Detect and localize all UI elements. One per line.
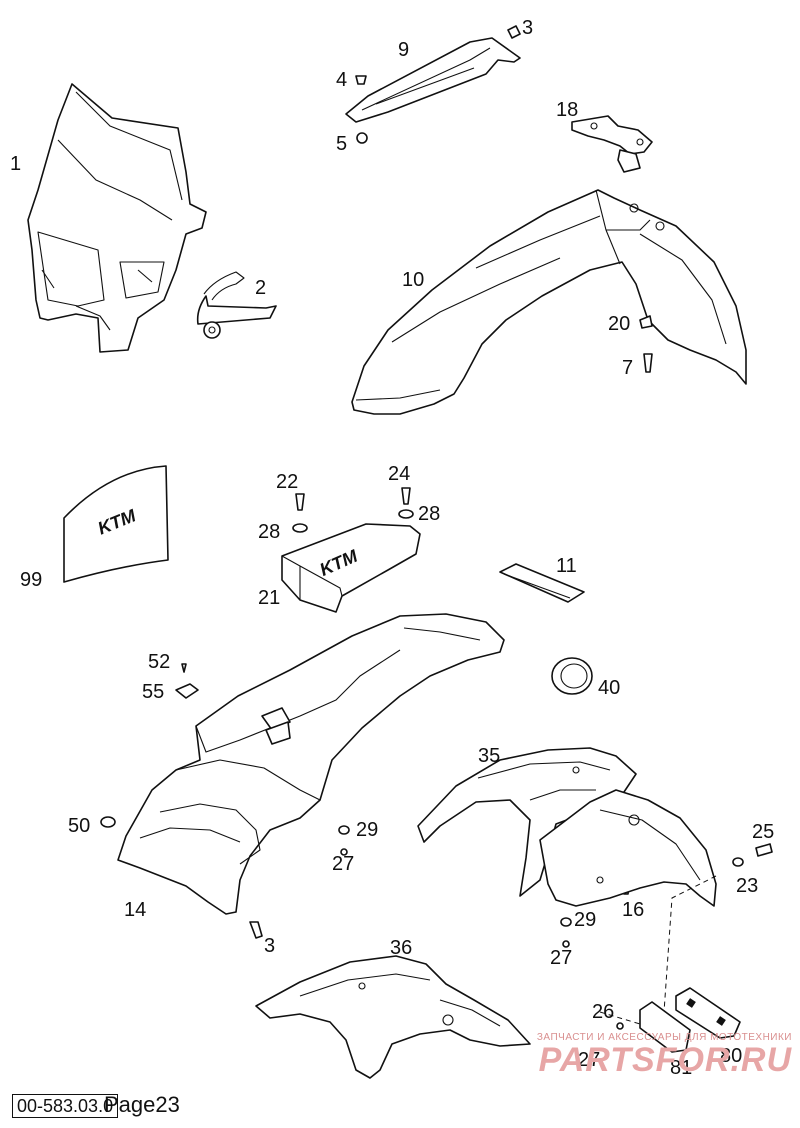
part-grommet (551, 657, 593, 695)
part-bracket (345, 37, 521, 123)
callout-3-top: 3 (522, 17, 533, 39)
watermark-logo: PARTSFOR.RU (538, 1041, 792, 1079)
callout-24: 24 (388, 463, 410, 485)
callout-10: 10 (402, 269, 424, 291)
callout-36: 36 (390, 937, 412, 959)
part-rear-fender (117, 613, 505, 915)
callout-23: 23 (736, 875, 758, 897)
part-side-panel-2 (255, 955, 531, 1079)
callout-11: 11 (556, 555, 577, 577)
callout-50: 50 (68, 815, 90, 837)
part-clip (175, 663, 199, 699)
part-nut-screw (639, 315, 653, 373)
part-headlight-mask (27, 83, 207, 353)
callout-20: 20 (608, 313, 630, 335)
callout-81: 81 (670, 1057, 692, 1079)
callout-labels: 1 2 3 9 4 5 18 10 20 7 22 24 28 28 99 21… (10, 17, 774, 1079)
callout-40: 40 (598, 677, 620, 699)
callout-80: 80 (720, 1045, 742, 1067)
callout-35: 35 (478, 745, 500, 767)
callout-28-right: 28 (418, 503, 440, 525)
callout-28-left: 28 (258, 521, 280, 543)
callout-22: 22 (276, 471, 298, 493)
part-clamp (196, 271, 277, 339)
leader-lines (599, 875, 717, 1025)
callout-1: 1 (10, 153, 21, 175)
part-foam-strip (499, 563, 585, 603)
part-side-panel (417, 747, 717, 907)
part-bolts-bracket (355, 25, 521, 144)
callout-27-upper: 27 (332, 853, 354, 875)
callout-2: 2 (255, 277, 266, 299)
part-seat: KTM (281, 523, 421, 613)
callout-14: 14 (124, 899, 146, 921)
drawing-code: 00-583.03.0 (12, 1094, 119, 1118)
callout-5: 5 (336, 133, 347, 155)
part-plate-holder (616, 987, 741, 1053)
callout-25: 25 (752, 821, 774, 843)
callout-27-lower: 27 (578, 1049, 600, 1071)
callout-52: 52 (148, 651, 170, 673)
callout-9: 9 (398, 39, 409, 61)
callout-55: 55 (142, 681, 164, 703)
part-seat-bolts (292, 487, 414, 533)
watermark-caption: ЗАПЧАСТИ И АКСЕССУАРЫ ДЛЯ МОТОТЕХНИКИ (536, 1032, 792, 1043)
part-front-fender (351, 189, 747, 415)
callout-29-upper: 29 (356, 819, 378, 841)
part-sticker: KTM (63, 465, 169, 583)
callout-29-lower: 29 (574, 909, 596, 931)
callout-27-middle: 27 (550, 947, 572, 969)
callout-4: 4 (336, 69, 347, 91)
callout-99: 99 (20, 569, 42, 591)
callout-7: 7 (622, 357, 633, 379)
callout-18: 18 (556, 99, 578, 121)
page-number: Page23 (104, 1092, 180, 1117)
callout-16: 16 (622, 899, 644, 921)
callout-26: 26 (592, 1001, 614, 1023)
part-holder (571, 115, 653, 173)
watermark: ЗАПЧАСТИ И АКСЕССУАРЫ ДЛЯ МОТОТЕХНИКИ PA… (486, 1032, 792, 1077)
callout-3-bottom: 3 (264, 935, 275, 957)
callout-21: 21 (258, 587, 280, 609)
